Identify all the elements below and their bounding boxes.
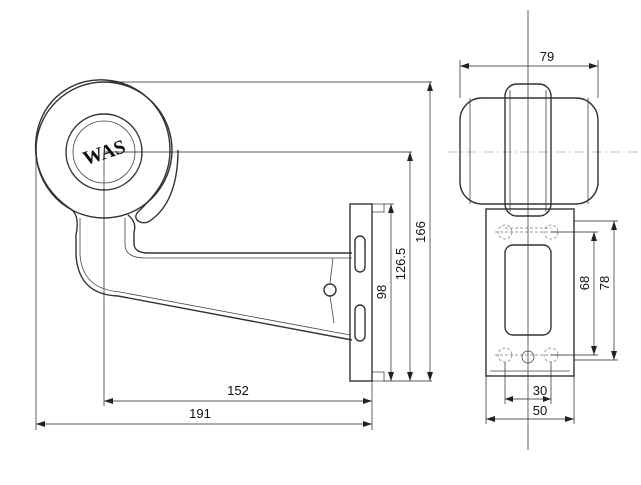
dim-98: 98 [374, 285, 389, 299]
lamp-housing-outer [34, 79, 179, 224]
front-stud [521, 350, 535, 364]
dim-191: 191 [189, 406, 211, 421]
side-dimensions: 152 191 98 126.5 166 [35, 81, 433, 430]
mounting-hole [323, 283, 337, 297]
front-neck [504, 244, 552, 336]
front-view [448, 10, 641, 450]
mounting-slot-lower [354, 304, 366, 342]
lamp-arm-inner [79, 218, 351, 336]
dim-50: 50 [533, 403, 547, 418]
dim-166: 166 [413, 221, 428, 243]
lamp-arm-upper [127, 214, 352, 254]
plate-flange [372, 203, 385, 382]
front-lamp-lens [459, 97, 599, 205]
arm-taper [329, 257, 335, 324]
dim-79: 79 [540, 49, 554, 64]
dim-78: 78 [597, 276, 612, 290]
front-dimensions: 79 68 78 30 50 [459, 49, 618, 424]
side-view: WAS [34, 79, 385, 382]
dim-126-5: 126.5 [393, 248, 408, 281]
dim-68: 68 [577, 276, 592, 290]
lamp-arm-upper-inner [124, 218, 352, 259]
dim-30: 30 [533, 383, 547, 398]
lamp-arm [71, 209, 353, 341]
dim-152: 152 [227, 383, 249, 398]
front-lamp-housing [504, 83, 552, 217]
mounting-plate [349, 203, 373, 382]
front-base [485, 208, 575, 377]
mounting-slot-upper [354, 235, 366, 273]
